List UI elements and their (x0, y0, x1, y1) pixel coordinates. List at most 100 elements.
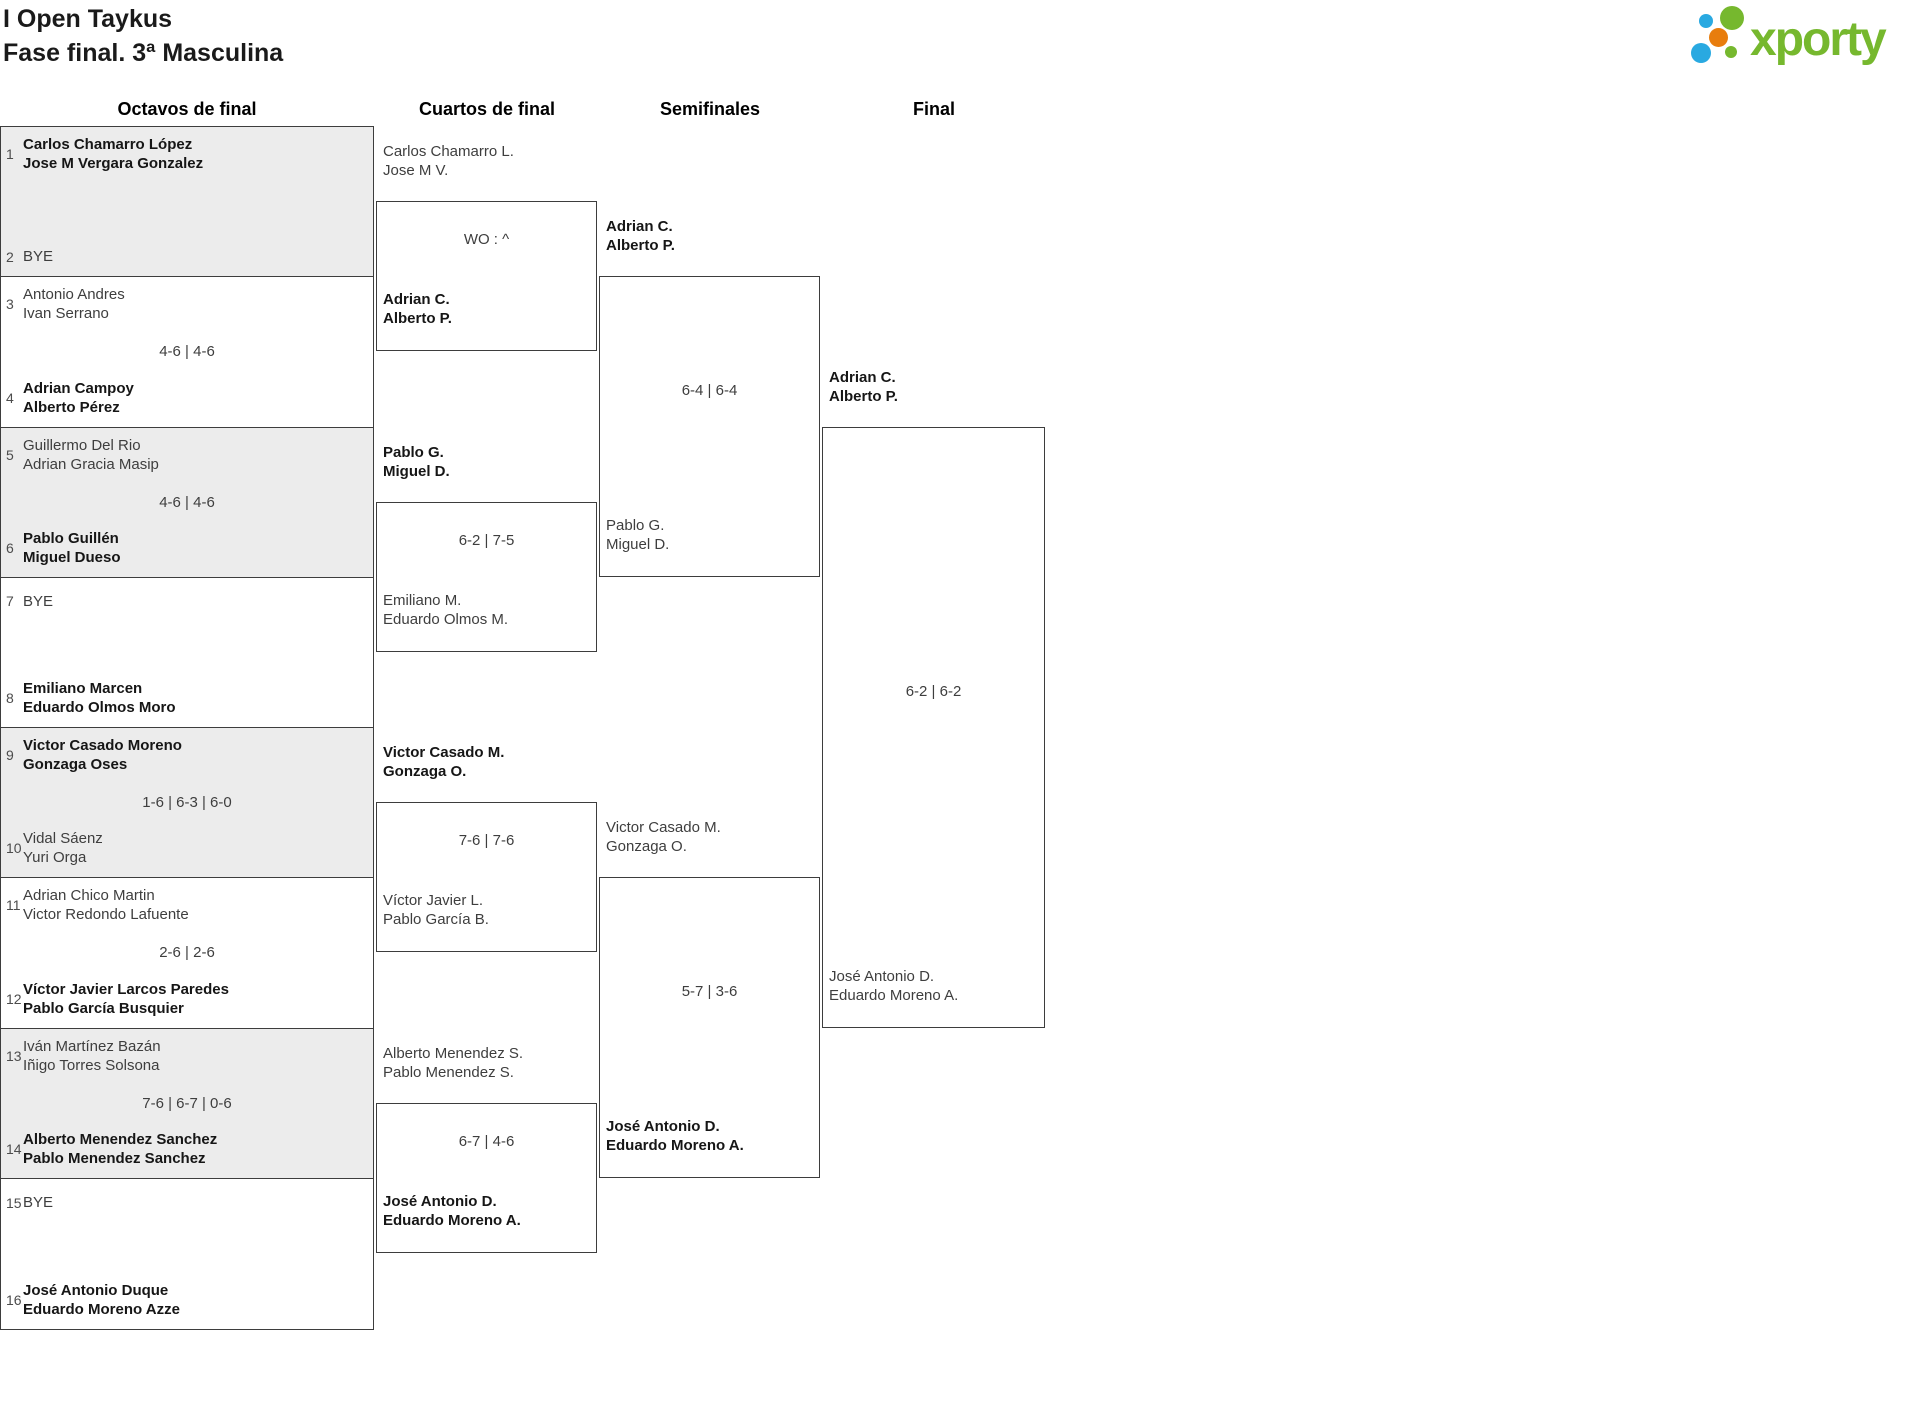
column-header-octavos: Octavos de final (117, 99, 257, 119)
match-score: 7-6 | 7-6 (458, 832, 515, 849)
team-name: José Antonio D.Eduardo Moreno A. (829, 968, 959, 1004)
cuartos-match-1: Carlos Chamarro L.Jose M V. WO : ^ Adria… (376, 143, 597, 351)
match-score: 4-6 | 4-6 (159, 343, 215, 361)
seed-number: 2 (6, 248, 14, 265)
page-subtitle: Fase final. 3ª Masculina (3, 39, 284, 67)
seed-number: 10 (6, 840, 22, 857)
logo-dot-orange-icon (1709, 28, 1728, 47)
seed-number: 3 (6, 296, 14, 313)
seed-number: 15 (6, 1194, 22, 1211)
team-name: BYE (23, 1194, 54, 1212)
team-name: Pablo G.Miguel D. (606, 517, 670, 553)
team-name: Adrian C.Alberto P. (606, 218, 675, 254)
match-score: 6-2 | 6-2 (905, 682, 962, 700)
column-header-final: Final (912, 99, 956, 119)
team-name: José Antonio D.Eduardo Moreno A. (606, 1118, 744, 1154)
seed-number: 12 (6, 990, 22, 1007)
column-header-cuartos: Cuartos de final (418, 99, 556, 119)
seed-number: 11 (6, 897, 21, 914)
seed-number: 5 (6, 446, 14, 463)
team-name: Carlos Chamarro L.Jose M V. (383, 143, 514, 179)
team-slot: 2 BYE (6, 247, 53, 266)
logo-dot-green-large-icon (1720, 6, 1744, 30)
team-name: BYE (23, 248, 54, 266)
team-name: BYE (23, 592, 54, 610)
cuartos-match-4: Alberto Menendez S.Pablo Menendez S. 6-7… (376, 1045, 597, 1253)
xporty-logo[interactable]: xporty (1688, 0, 1920, 70)
team-name: Adrian C.Alberto P. (829, 369, 898, 405)
seed-number: 14 (6, 1141, 22, 1158)
seed-number: 6 (6, 539, 14, 556)
match-score: 7-6 | 6-7 | 0-6 (142, 1094, 232, 1112)
team-slot: 15 BYE (6, 1193, 53, 1212)
team-name: Alberto Menendez S.Pablo Menendez S. (383, 1045, 524, 1081)
team-name: Pablo G.Miguel D. (383, 444, 450, 480)
page-title: I Open Taykus (3, 5, 173, 33)
logo-dot-blue-small-icon (1699, 14, 1713, 28)
team-name: José Antonio D.Eduardo Moreno A. (383, 1193, 521, 1229)
team-name: Victor Casado M.Gonzaga O. (606, 819, 721, 855)
team-name: Adrian C.Alberto P. (383, 291, 452, 327)
team-name: Víctor Javier L.Pablo García B. (383, 892, 489, 928)
semifinal-match-2: Victor Casado M.Gonzaga O. 5-7 | 3-6 Jos… (599, 819, 820, 1178)
logo-wordmark: xporty (1750, 13, 1887, 66)
match-score: 1-6 | 6-3 | 6-0 (142, 794, 232, 812)
match-score: 5-7 | 3-6 (681, 982, 738, 1000)
final-match: Adrian C.Alberto P. 6-2 | 6-2 José Anton… (822, 369, 1045, 1028)
seed-number: 4 (6, 389, 14, 406)
match-score: 6-2 | 7-5 (458, 532, 515, 549)
team-name: Victor Casado M.Gonzaga O. (383, 744, 505, 780)
seed-number: 13 (6, 1047, 22, 1064)
seed-number: 16 (6, 1292, 22, 1309)
match-score: WO : ^ (463, 231, 510, 248)
cuartos-match-3: Victor Casado M.Gonzaga O. 7-6 | 7-6 Víc… (376, 744, 597, 952)
seed-number: 1 (6, 146, 14, 162)
column-header-semifinales: Semifinales (659, 99, 761, 119)
match-score: 2-6 | 2-6 (159, 944, 215, 962)
semifinal-match-1: Adrian C.Alberto P. 6-4 | 6-4 Pablo G.Mi… (599, 218, 820, 577)
logo-dot-green-small-icon (1725, 46, 1737, 58)
logo-dot-blue-large-icon (1691, 43, 1711, 63)
match-score: 4-6 | 4-6 (159, 493, 215, 511)
seed-number: 9 (6, 747, 14, 764)
match-score: 6-7 | 4-6 (458, 1133, 515, 1150)
page-header: I Open Taykus Fase final. 3ª Masculina (3, 2, 283, 70)
match-score: 6-4 | 6-4 (681, 381, 738, 399)
seed-number: 7 (6, 593, 14, 610)
team-slot: 7 BYE (6, 592, 53, 611)
